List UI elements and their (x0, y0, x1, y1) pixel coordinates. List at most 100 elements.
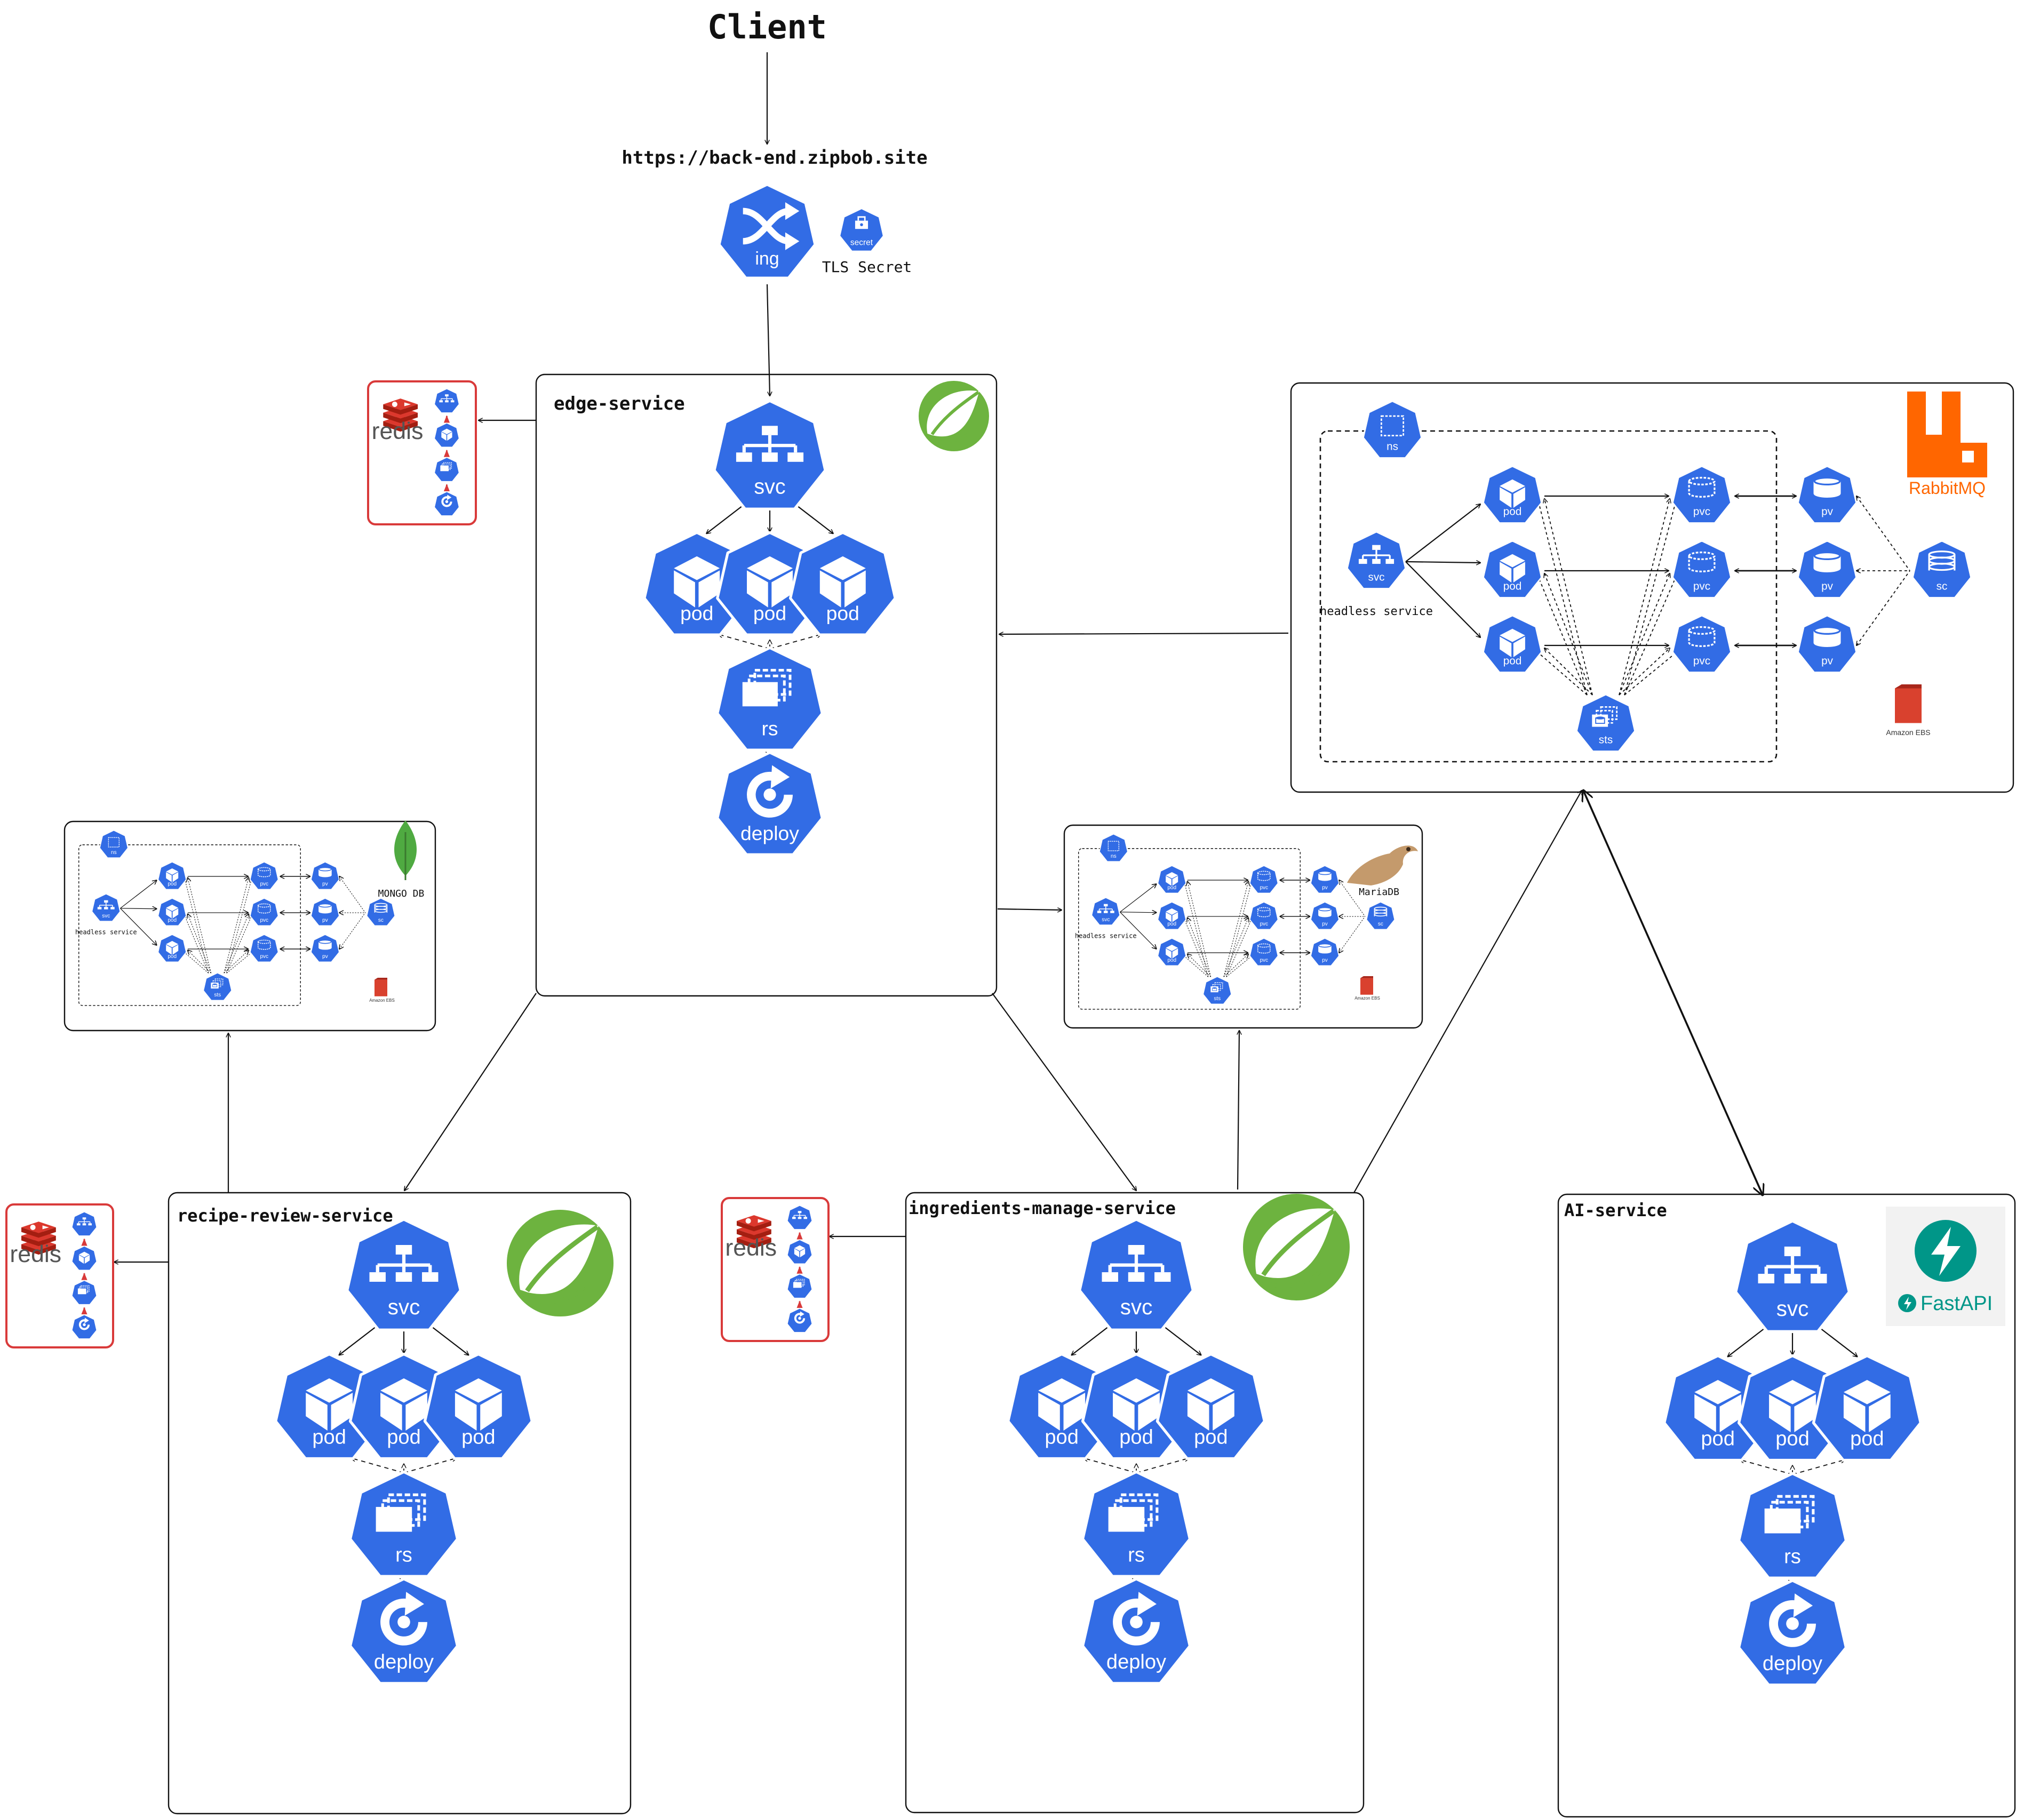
k8s-deploy-icon: deploy (348, 1577, 459, 1685)
k8s-sts-icon: sts (1202, 976, 1232, 1005)
k8s-rs-label: rs (1784, 1545, 1801, 1568)
k8s-pvc-label: pvc (1260, 885, 1268, 891)
k8s-rs-icon (787, 1273, 812, 1299)
sts-to-pvc-arrow (1619, 648, 1670, 696)
k8s-svc-icon: svc (91, 893, 121, 922)
k8s-pod-label: pod (753, 602, 786, 625)
k8s-pod-icon: pod (348, 1352, 459, 1460)
k8s-svc-icon: svc (1734, 1219, 1851, 1334)
ai-service-title: AI-service (1564, 1200, 1667, 1220)
k8s-pvc-icon: pvc (1671, 540, 1732, 598)
k8s-pv-icon: pv (1797, 614, 1858, 673)
edge-to-ingredients-arrow (992, 993, 1136, 1191)
k8s-svc-label: svc (102, 913, 110, 919)
rabbitmq-icon (1907, 392, 1987, 477)
k8s-pv-label: pv (1322, 921, 1328, 927)
pv-to-sc-arrow (339, 876, 366, 913)
ingredients-to-rabbitmq-arrow (1353, 791, 1582, 1193)
pv-to-sc-arrow (1856, 570, 1910, 645)
k8s-pod-icon: pod (1812, 1354, 1922, 1462)
k8s-pvc-label: pvc (1693, 654, 1710, 667)
k8s-svc-icon: svc (1078, 1218, 1195, 1332)
ingredients-manage-service-frame (905, 1192, 1365, 1814)
headless-to-pod-arrow (1405, 561, 1480, 637)
k8s-pod-label: pod (387, 1426, 421, 1448)
k8s-pod-icon (71, 1246, 97, 1271)
k8s-pod-label: pod (1119, 1426, 1153, 1448)
k8s-pod-label: pod (1167, 921, 1176, 927)
redis-box (5, 1203, 114, 1348)
k8s-pod-icon: pod (1007, 1352, 1117, 1460)
ai-rabbitmq-bidirectional-arrow (1583, 791, 1763, 1195)
k8s-rs-label: rs (1128, 1544, 1145, 1566)
rabbitmq-logo: RabbitMQ (1907, 392, 1987, 498)
sts-to-pod-line (1184, 920, 1209, 977)
pv-to-sc-arrow (1856, 496, 1910, 571)
sts-to-pvc-line (1624, 653, 1676, 696)
edge-to-recipe-arrow (404, 993, 537, 1191)
k8s-pod-icon (787, 1239, 812, 1264)
svc-to-pod-arrow (1072, 1323, 1112, 1355)
edge-service-title: edge-service (554, 393, 685, 414)
mongodb-label: MONGO DB (378, 888, 425, 899)
k8s-pvc-label: pvc (1693, 580, 1710, 592)
k8s-pv-icon: pv (1797, 540, 1858, 598)
rs-to-pod-arrow (352, 1458, 404, 1474)
k8s-sc-icon: sc (366, 898, 395, 927)
headless-service-label: headless service (1075, 932, 1137, 939)
k8s-pod-icon: pod (1157, 938, 1186, 967)
k8s-ing-label: ing (755, 249, 779, 269)
k8s-svc-icon: svc (1091, 897, 1120, 925)
k8s-pvc-icon: pvc (250, 934, 279, 963)
recipe-review-service-frame (168, 1192, 632, 1815)
sts-to-pod-line (1539, 653, 1588, 696)
svc-to-pod-arrow (428, 1323, 468, 1355)
k8s-pod-label: pod (1167, 957, 1176, 963)
k8s-pod-icon: pod (1157, 865, 1186, 894)
k8s-svc-label: svc (1368, 571, 1384, 583)
headless-to-pod-arrow (1405, 504, 1480, 562)
k8s-svc-icon: svc (345, 1218, 463, 1332)
k8s-pod-icon: pod (1482, 540, 1543, 598)
k8s-ns-label: ns (1386, 440, 1398, 452)
k8s-deploy-icon (71, 1314, 97, 1339)
k8s-pod-label: pod (1850, 1427, 1884, 1450)
k8s-pod-icon: pod (788, 531, 897, 636)
svc-to-pod-arrow (1160, 1323, 1201, 1355)
redis-wordmark: redis (372, 418, 424, 444)
k8s-svc-icon (71, 1211, 97, 1236)
pv-to-sc-arrow (1339, 880, 1366, 917)
sts-to-pod-arrow (188, 914, 212, 973)
k8s-deploy-icon: deploy (1737, 1579, 1848, 1687)
k8s-sts-label: sts (1599, 733, 1613, 746)
k8s-pv-icon: pv (1310, 901, 1340, 930)
headless-service-label: headless service (1320, 605, 1433, 618)
sts-to-pvc-line (226, 953, 252, 973)
k8s-pod-label: pod (168, 917, 177, 923)
sts-to-pvc-arrow (224, 951, 249, 973)
k8s-pod-icon: pod (1156, 1352, 1266, 1460)
rabbitmq-panel-frame (1290, 382, 2014, 793)
sts-to-pod-line (1184, 884, 1209, 977)
k8s-pod-label: pod (1701, 1427, 1735, 1450)
k8s-pv-label: pv (322, 881, 328, 887)
k8s-pv-label: pv (322, 917, 328, 923)
client-title: Client (707, 7, 827, 46)
k8s-pod-label: pod (1503, 654, 1522, 667)
namespace-boundary (78, 844, 301, 1006)
k8s-pvc-icon: pvc (1671, 614, 1732, 673)
k8s-pod-label: pod (1503, 505, 1522, 517)
k8s-sts-label: sts (1214, 996, 1221, 1002)
k8s-rs-icon: rs (1081, 1470, 1192, 1578)
sts-to-pvc-line (1226, 956, 1252, 977)
k8s-pod-icon: pod (157, 861, 187, 890)
sts-to-pvc-line (226, 916, 252, 973)
k8s-deploy-icon (434, 491, 460, 516)
k8s-ns-label: ns (1111, 853, 1117, 859)
k8s-pod-label: pod (1194, 1426, 1228, 1448)
k8s-pod-label: pod (168, 954, 177, 960)
sts-to-pod-arrow (1544, 499, 1593, 696)
rs-to-pod-arrow (1740, 1460, 1793, 1475)
k8s-pod-label: pod (461, 1426, 496, 1448)
